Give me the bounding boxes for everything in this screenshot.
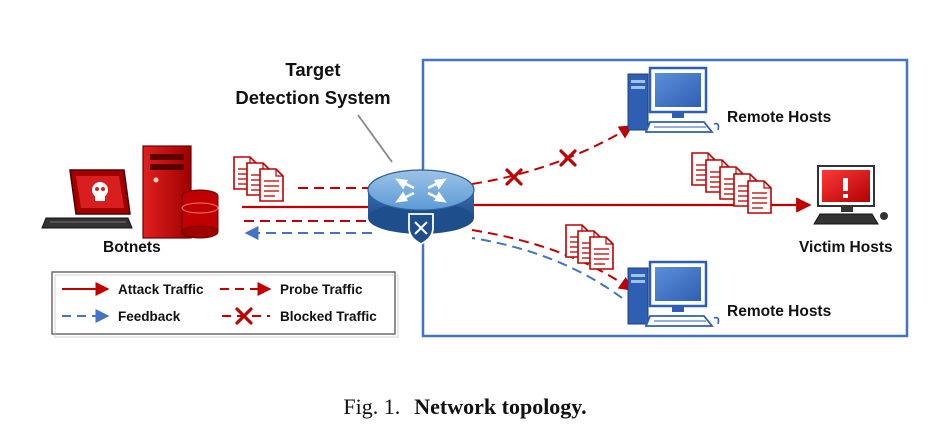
victim-host-icon bbox=[813, 165, 888, 225]
blocked-x-icon bbox=[505, 149, 577, 186]
caption-prefix: Fig. 1. bbox=[343, 394, 400, 419]
packet-stack-icon-remote bbox=[565, 224, 614, 270]
remote-hosts-bottom-label: Remote Hosts bbox=[727, 303, 831, 320]
botnet-laptop-icon bbox=[41, 169, 133, 229]
shield-router-icon bbox=[367, 169, 475, 246]
legend-attack-label: Attack Traffic bbox=[118, 282, 204, 297]
target-label-line1: Target bbox=[285, 59, 340, 80]
botnets-label: Botnets bbox=[103, 239, 161, 256]
probe-line-remote-bottom bbox=[471, 229, 634, 291]
legend: Attack Traffic Probe Traffic Feedback Bl… bbox=[51, 271, 399, 338]
remote-host-bottom-icon bbox=[626, 260, 720, 328]
remote-hosts-top-label: Remote Hosts bbox=[727, 109, 831, 126]
legend-blocked-x-icon bbox=[235, 307, 253, 325]
target-label-line2: Detection System bbox=[235, 87, 390, 108]
legend-probe-label: Probe Traffic bbox=[280, 282, 363, 297]
target-pointer-line bbox=[357, 114, 393, 163]
legend-blocked-label: Blocked Traffic bbox=[280, 309, 377, 324]
botnet-server-icon bbox=[142, 145, 219, 239]
caption-title: Network topology. bbox=[414, 394, 586, 419]
remote-host-top-icon bbox=[626, 66, 720, 134]
figure-caption: Fig. 1. Network topology. bbox=[343, 394, 586, 419]
feedback-line-remote-bottom bbox=[471, 237, 623, 299]
blocked-probe-line bbox=[471, 125, 634, 185]
legend-feedback-label: Feedback bbox=[118, 309, 181, 324]
victim-hosts-label: Victim Hosts bbox=[799, 239, 893, 256]
packet-stack-icon bbox=[233, 156, 284, 202]
